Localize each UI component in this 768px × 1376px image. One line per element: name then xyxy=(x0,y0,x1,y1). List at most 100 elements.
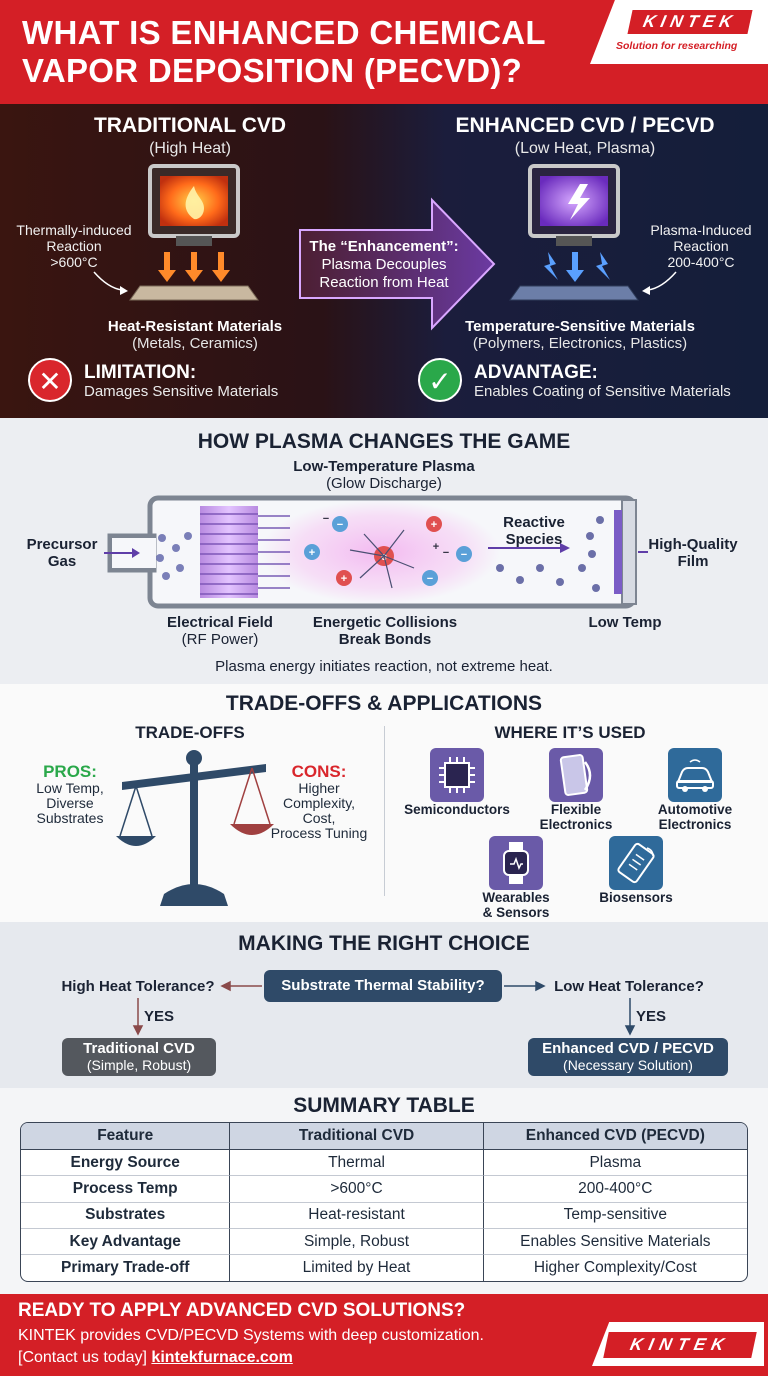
logo-wordmark: KINTEK xyxy=(627,10,753,34)
column-divider xyxy=(384,726,385,896)
thermal-furnace-icon xyxy=(93,164,259,301)
table-cell: Temp-sensitive xyxy=(483,1203,747,1229)
heat-resistant-sub: (Metals, Ceramics) xyxy=(132,335,258,352)
temperature-sensitive-sub: (Polymers, Electronics, Plastics) xyxy=(472,335,688,352)
table-cell: Thermal xyxy=(230,1150,484,1177)
svg-text:−: − xyxy=(461,549,467,561)
table-cell: Substrates xyxy=(21,1202,231,1229)
comparison-artwork xyxy=(93,164,677,331)
table-cell: Key Advantage xyxy=(21,1228,231,1256)
footer-description: KINTEK provides CVD/PECVD Systems with d… xyxy=(18,1327,484,1344)
table-row: Key Advantage Simple, Robust Enables Sen… xyxy=(21,1228,747,1256)
yes-left: YES xyxy=(144,1008,175,1025)
advantage-title: ADVANTAGE: xyxy=(474,362,598,383)
footer-contact: [Contact us today] kintekfurnace.com xyxy=(18,1349,293,1367)
table-row: Process Temp >600°C 200-400°C xyxy=(21,1176,747,1203)
plasma-label: Low-Temperature Plasma (Glow Discharge) xyxy=(293,458,475,492)
low-temp-label: Low Temp xyxy=(588,614,662,631)
summary-table: Feature Traditional CVD Enhanced CVD (PE… xyxy=(20,1122,748,1283)
pecvd-title: ENHANCED CVD / PECVD xyxy=(455,114,715,137)
plasma-section-title: HOW PLASMA CHANGES THE GAME xyxy=(197,430,571,453)
balance-scale-icon xyxy=(116,750,274,906)
page-title: WHAT IS ENHANCED CHEMICAL VAPOR DEPOSITI… xyxy=(22,14,546,89)
plasma-section: HOW PLASMA CHANGES THE GAME Low-Temperat… xyxy=(0,418,768,684)
where-used-heading: WHERE IT’S USED xyxy=(494,723,646,742)
summary-section: SUMMARY TABLE Feature Traditional CVD En… xyxy=(0,1088,768,1294)
table-cell: Primary Trade-off xyxy=(21,1255,231,1282)
table-row: Energy Source Thermal Plasma xyxy=(21,1150,747,1177)
table-row: Primary Trade-off Limited by Heat Higher… xyxy=(21,1255,747,1282)
header-traditional-cvd: Traditional CVD xyxy=(230,1123,484,1150)
x-icon: ✕ xyxy=(28,358,72,402)
checkmark-icon: ✓ xyxy=(418,358,462,402)
svg-text:+: + xyxy=(341,573,347,585)
reactive-species-label: Reactive Species xyxy=(503,514,565,548)
flexible-device-icon xyxy=(549,748,603,802)
decision-section-title: MAKING THE RIGHT CHOICE xyxy=(238,932,530,955)
temperature-sensitive-title: Temperature-Sensitive Materials xyxy=(465,318,695,335)
svg-text:−: − xyxy=(427,573,433,585)
chip-icon xyxy=(430,748,484,802)
thermal-stability-question: Substrate Thermal Stability? xyxy=(264,970,502,1002)
electrical-field-label: Electrical Field (RF Power) xyxy=(167,614,273,648)
app-semiconductors: Semiconductors xyxy=(404,802,510,817)
table-row: Substrates Heat-resistant Temp-sensitive xyxy=(21,1202,747,1229)
traditional-cvd-subtitle: (High Heat) xyxy=(149,140,231,157)
footer-kintek-logo[interactable]: KINTEK xyxy=(592,1322,764,1366)
table-cell: >600°C xyxy=(230,1176,484,1203)
high-heat-question: High Heat Tolerance? xyxy=(61,978,215,995)
table-cell: Higher Complexity/Cost xyxy=(533,1259,697,1277)
enhancement-arrow xyxy=(299,197,496,331)
app-biosensors: Biosensors xyxy=(599,890,673,905)
svg-text:−: − xyxy=(337,519,343,531)
limitation-text: Damages Sensitive Materials xyxy=(84,383,279,400)
table-cell: Process Temp xyxy=(21,1176,231,1203)
svg-text:−: − xyxy=(323,513,329,525)
svg-text:+: + xyxy=(431,519,437,531)
svg-text:+: + xyxy=(309,547,315,559)
thermal-reaction-note: Thermally-induced Reaction >600°C xyxy=(16,222,132,270)
table-cell: Energy Source xyxy=(21,1150,231,1177)
table-cell: 200-400°C xyxy=(483,1176,747,1203)
advantage-text: Enables Coating of Sensitive Materials xyxy=(474,383,731,400)
car-icon xyxy=(668,748,722,802)
precursor-gas-label: Precursor Gas xyxy=(26,536,98,570)
header-feature: Feature xyxy=(21,1123,231,1150)
smartwatch-icon xyxy=(489,836,543,890)
pecvd-result: Enhanced CVD / PECVD (Necessary Solution… xyxy=(528,1038,728,1076)
header-pecvd: Enhanced CVD (PECVD) xyxy=(483,1123,747,1150)
limitation-title: LIMITATION: xyxy=(84,362,197,383)
table-cell: Enables Sensitive Materials xyxy=(483,1229,747,1256)
plasma-caption: Plasma energy initiates reaction, not ex… xyxy=(215,658,553,675)
website-link[interactable]: kintekfurnace.com xyxy=(151,1349,293,1366)
logo-tagline: Solution for researching xyxy=(616,40,738,52)
plasma-reaction-note: Plasma-Induced Reaction 200-400°C xyxy=(650,222,752,270)
table-header-row: Feature Traditional CVD Enhanced CVD (PE… xyxy=(21,1123,747,1150)
contact-us-link[interactable]: [Contact us today] xyxy=(18,1349,147,1366)
traditional-cvd-title: TRADITIONAL CVD xyxy=(93,114,287,137)
table-cell: Limited by Heat xyxy=(230,1255,484,1282)
header-banner: WHAT IS ENHANCED CHEMICAL VAPOR DEPOSITI… xyxy=(0,0,768,104)
traditional-cvd-result: Traditional CVD (Simple, Robust) xyxy=(62,1038,216,1076)
app-wearables-sensors: Wearables& Sensors xyxy=(482,890,550,920)
svg-text:+: + xyxy=(433,541,439,553)
table-cell: Heat-resistant xyxy=(230,1202,484,1229)
energetic-collisions-label: Energetic Collisions Break Bonds xyxy=(312,614,458,648)
kintek-logo[interactable]: KINTEK Solution for researching xyxy=(590,0,768,64)
tradeoffs-section-title: TRADE-OFFS & APPLICATIONS xyxy=(225,692,543,715)
decision-section: MAKING THE RIGHT CHOICE Substrate Therma… xyxy=(0,922,768,1088)
decision-arrows xyxy=(132,980,636,1036)
yes-right: YES xyxy=(636,1008,667,1025)
table-cell: Plasma xyxy=(483,1150,747,1177)
footer-headline: READY TO APPLY ADVANCED CVD SOLUTIONS? xyxy=(18,1300,466,1321)
cons-block: CONS: Higher Complexity, Cost, Process T… xyxy=(270,762,368,841)
pecvd-subtitle: (Low Heat, Plasma) xyxy=(514,140,656,157)
low-heat-question: Low Heat Tolerance? xyxy=(554,978,704,995)
plasma-chamber-icon xyxy=(509,164,677,301)
heat-resistant-title: Heat-Resistant Materials xyxy=(107,318,283,335)
high-quality-film-label: High-Quality Film xyxy=(648,536,738,570)
cvd-comparison-section: TRADITIONAL CVD (High Heat) Thermally-in… xyxy=(0,104,768,418)
footer-cta: READY TO APPLY ADVANCED CVD SOLUTIONS? K… xyxy=(0,1294,768,1376)
